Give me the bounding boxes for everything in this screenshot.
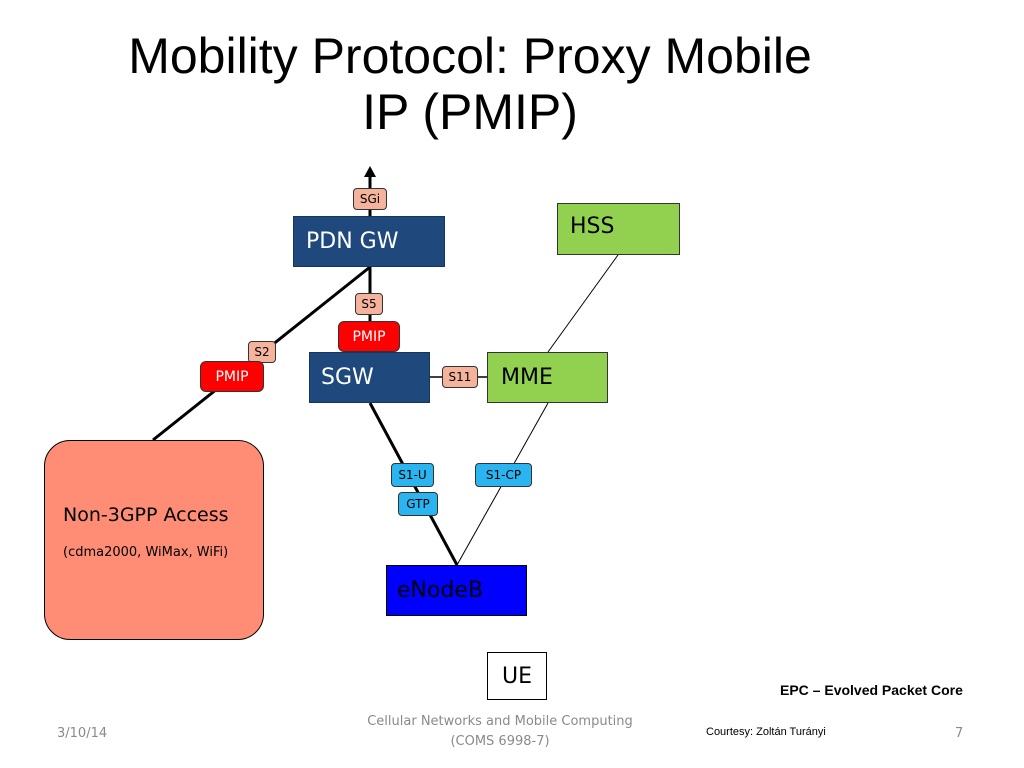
footer-course-line-2: (COMS 6998-7) [450,734,550,749]
sgi-arrow-head [364,166,376,177]
sgw-node: SGW [309,352,430,403]
pdn-gw-node: PDN GW [293,216,445,267]
hss-mme-line [547,254,619,353]
epc-legend: EPC – Evolved Packet Core [780,682,963,698]
non-3gpp-access-node: Non-3GPP Access (cdma2000, WiMax, WiFi) [44,440,264,640]
title-line-1: Mobility Protocol: Proxy Mobile [128,28,812,84]
footer-courtesy: Courtesy: Zoltán Turányi [706,726,826,738]
pmip-s5-tag: PMIP [338,321,400,352]
footer-course: Cellular Networks and Mobile Computing (… [340,712,660,752]
enodeb-node: eNodeB [386,565,527,616]
pmip-s2-tag: PMIP [200,361,264,392]
footer-date: 3/10/14 [57,726,108,741]
s2-interface-tag: S2 [248,341,276,363]
non-3gpp-access-label: Non-3GPP Access [63,504,229,526]
s1cp-interface-tag: S1-CP [475,463,532,487]
hss-node: HSS [557,203,680,255]
footer-page-number: 7 [955,726,964,741]
ue-node: UE [487,652,547,700]
s1u-interface-tag: S1-U [391,463,434,487]
s11-interface-tag: S11 [442,366,478,388]
slide-title: Mobility Protocol: Proxy Mobile IP (PMIP… [60,28,880,140]
title-line-2: IP (PMIP) [362,84,578,140]
mme-node: MME [487,352,608,403]
s5-interface-tag: S5 [355,293,383,315]
sgi-interface-tag: SGi [353,188,387,210]
non-3gpp-access-technologies: (cdma2000, WiMax, WiFi) [63,545,229,560]
footer-course-line-1: Cellular Networks and Mobile Computing [367,714,633,729]
gtp-interface-tag: GTP [398,492,438,516]
